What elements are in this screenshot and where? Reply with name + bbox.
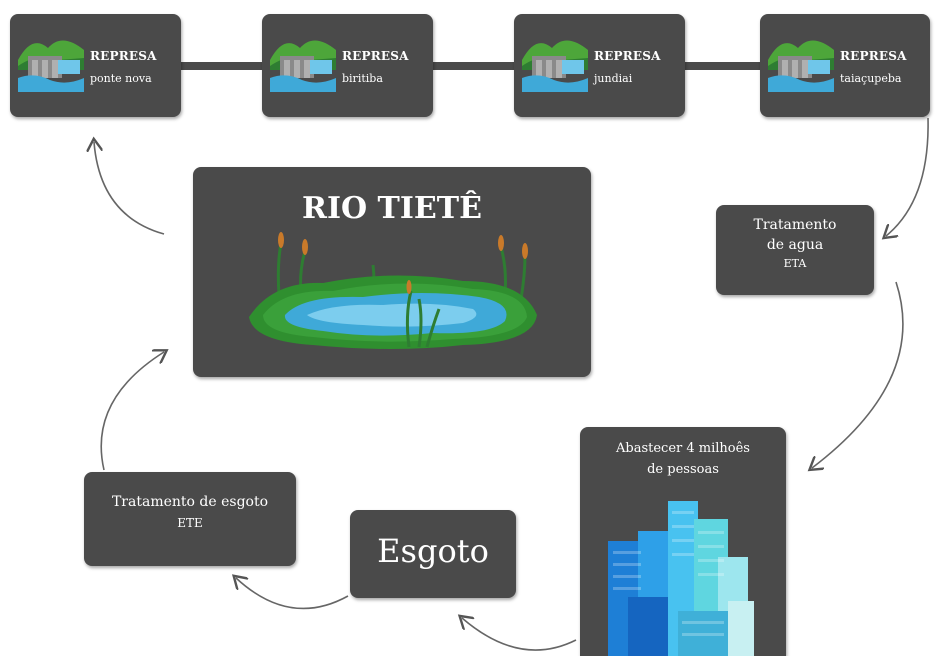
water-treatment-box: Tratamento de agua ETA — [716, 205, 874, 295]
dam-icon — [270, 40, 336, 92]
dam-connector — [684, 62, 762, 70]
supply-line1: Abastecer 4 milhoês — [616, 441, 750, 456]
dam-connector — [180, 62, 264, 70]
dam-icon — [522, 40, 588, 92]
arrow-treatment-to-supply — [812, 281, 904, 468]
dam-icon — [768, 40, 834, 92]
water-treatment-line2: de agua — [766, 237, 824, 253]
water-treatment-line3: ETA — [783, 257, 807, 270]
dam-name: ponte nova — [90, 72, 152, 85]
dam-box-taiacupeba: REPRESA taiaçupeba — [760, 14, 930, 117]
dam-box-biritiba: REPRESA biritiba — [262, 14, 433, 117]
dam-name: biritiba — [342, 72, 383, 85]
sewage-treatment-line1: Tratamento de esgoto — [111, 494, 269, 510]
pond-icon — [249, 232, 537, 349]
dam-name: jundiai — [594, 72, 633, 85]
dam-box-jundiai: REPRESA jundiai — [514, 14, 685, 117]
sewage-treatment-line2: ETE — [177, 516, 203, 530]
dam-title: REPRESA — [90, 49, 157, 63]
sewage-label: Esgoto — [377, 532, 489, 570]
river-title: RIO TIETÊ — [302, 191, 482, 226]
arrow-river-to-dams — [94, 142, 165, 235]
dam-icon — [18, 40, 84, 92]
water-treatment-line1: Tratamento — [753, 217, 837, 233]
arrow-sewage-to-ete — [236, 578, 349, 610]
supply-box: Abastecer 4 milhoês de pessoas — [580, 427, 786, 656]
arrow-dams-to-treatment — [886, 117, 929, 236]
sewage-box: Esgoto — [350, 510, 516, 598]
arrow-supply-to-sewage — [462, 618, 577, 651]
river-box: RIO TIETÊ — [193, 167, 591, 377]
supply-line2: de pessoas — [647, 462, 719, 477]
city-buildings-icon — [608, 501, 754, 656]
sewage-treatment-box: Tratamento de esgoto ETE — [84, 472, 296, 566]
dam-title: REPRESA — [840, 49, 907, 63]
arrow-ete-to-river — [100, 352, 164, 471]
dam-title: REPRESA — [594, 49, 661, 63]
dam-name: taiaçupeba — [840, 72, 902, 85]
dam-connector — [432, 62, 516, 70]
dam-title: REPRESA — [342, 49, 409, 63]
dam-box-ponte-nova: REPRESA ponte nova — [10, 14, 181, 117]
